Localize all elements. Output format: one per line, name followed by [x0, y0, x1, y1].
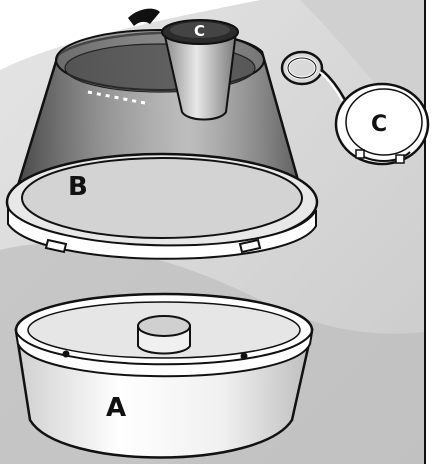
label-part-b: B	[68, 172, 88, 202]
base-part-a	[16, 294, 312, 458]
label-part-a: A	[106, 393, 126, 423]
label-part-c-lid: C	[371, 112, 387, 137]
right-margin	[425, 0, 438, 464]
label-part-c-cup: C	[194, 22, 205, 40]
